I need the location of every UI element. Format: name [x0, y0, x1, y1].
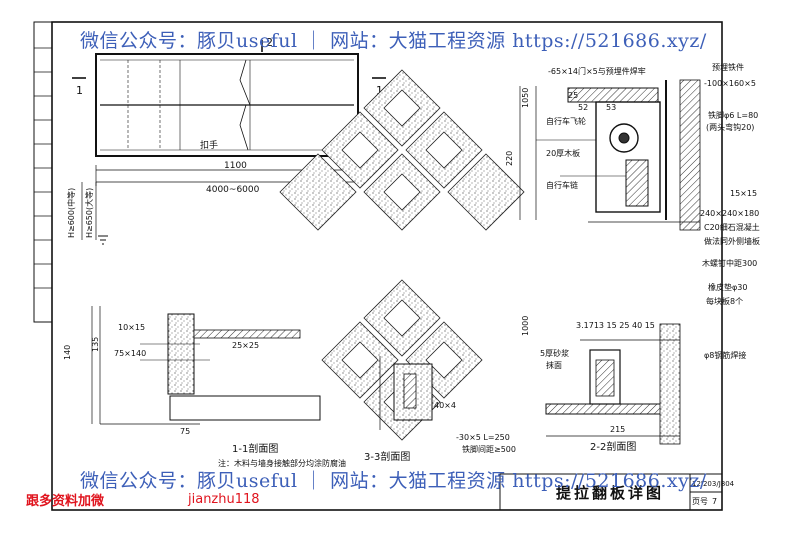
dim-75: 75: [180, 427, 190, 436]
label-concrete-sub: 做法同外侧墙板: [704, 236, 760, 246]
section-1-1: [91, 306, 321, 425]
label-bolt: 铁脚φ6 L=80: [708, 110, 758, 120]
dim-1050: 1050: [521, 88, 530, 108]
label-embed-size: -100×160×5: [704, 79, 756, 88]
plan-h-slight: H≥650(大等): [84, 188, 94, 238]
title-block-title: 提拉翻板详图: [556, 484, 664, 502]
plan-mark-right: 1: [376, 84, 383, 97]
label-wheel: 自行车飞轮: [546, 116, 586, 126]
label-mortar-sub: 抹面: [546, 360, 562, 370]
label-embed-plate: 预埋铁件: [712, 62, 744, 72]
plan-handle-label: 扣手: [200, 139, 218, 151]
label-rubber-sub: 每块板8个: [706, 296, 743, 306]
section-note: 注：木料与墙身接触部分均涂防腐油: [218, 458, 346, 468]
section-2-2: [545, 323, 681, 445]
dim-135: 135: [91, 337, 100, 352]
plan-mark-top: 2: [266, 36, 273, 49]
label-screw: 木螺钉中距300: [702, 258, 757, 268]
title-block-page-label: 页号: [692, 497, 708, 506]
dim-25: 25: [568, 91, 578, 100]
binding-strip-ticks: [34, 47, 52, 289]
watermark-bottom: 微信公众号：豚贝useful ｜ 网站：大猫工程资源 https://52168…: [80, 470, 707, 492]
section-1-1-title: 1-1剖面图: [232, 442, 278, 455]
detail-upper: [519, 79, 701, 231]
label-mortar: 5厚砂浆: [540, 348, 569, 358]
knot-inner: [341, 89, 463, 421]
title-block: [499, 473, 723, 511]
label-rubber: 橡皮垫φ30: [708, 282, 747, 292]
label-d15: 15×15: [730, 189, 757, 198]
dim-53: 53: [606, 103, 616, 112]
dim-25x25: 25×25: [232, 341, 259, 350]
section-3-3: [379, 356, 433, 430]
dim-40x4: 40×4: [434, 401, 456, 410]
red-note-left: 跟多资料加微: [26, 494, 105, 509]
plan-h-limit: H≥600(中等): [66, 188, 76, 238]
plan-dim-1100: 1100: [224, 161, 247, 171]
label-bar: φ8钢筋焊接: [704, 350, 746, 360]
dim-220: 220: [505, 151, 514, 166]
dim-75x140: 75×140: [114, 349, 146, 358]
dim-1000: 1000: [521, 316, 530, 336]
dim-52: 52: [578, 103, 588, 112]
title-block-atlas-no: 12J203/J804: [692, 480, 735, 488]
dim-140: 140: [63, 345, 72, 360]
section-3-3-title: 3-3剖面图: [364, 450, 410, 463]
label-embed-top: -65×14门×5与预埋件焊牢: [548, 66, 646, 76]
label-chain: 自行车链: [546, 180, 578, 190]
plan-dim-span: 4000~6000: [206, 185, 260, 195]
binding-strip: [33, 21, 53, 323]
watermark-top: 微信公众号：豚贝useful ｜ 网站：大猫工程资源 https://52168…: [80, 30, 707, 52]
label-board: 20厚木板: [546, 148, 580, 158]
red-note-id: jianzhu118: [188, 492, 260, 507]
section-2-2-title: 2-2剖面图: [590, 440, 636, 453]
label-concrete: C20细石混凝土: [704, 222, 760, 232]
label-bolt-sub: (两头弯钩20): [706, 122, 754, 132]
dim-top-row: 3.1713 15 25 40 15: [576, 321, 655, 330]
plan-view: [72, 40, 386, 245]
plan-mark-left: 1: [76, 84, 83, 97]
label-angle-sub: 铁脚间距≥500: [462, 444, 516, 454]
label-angle: -30×5 L=250: [456, 433, 510, 442]
dim-10x15: 10×15: [118, 323, 145, 332]
title-block-page-no: 7: [712, 497, 717, 506]
dim-215: 215: [610, 425, 625, 434]
label-block: 240×240×180: [700, 209, 759, 218]
